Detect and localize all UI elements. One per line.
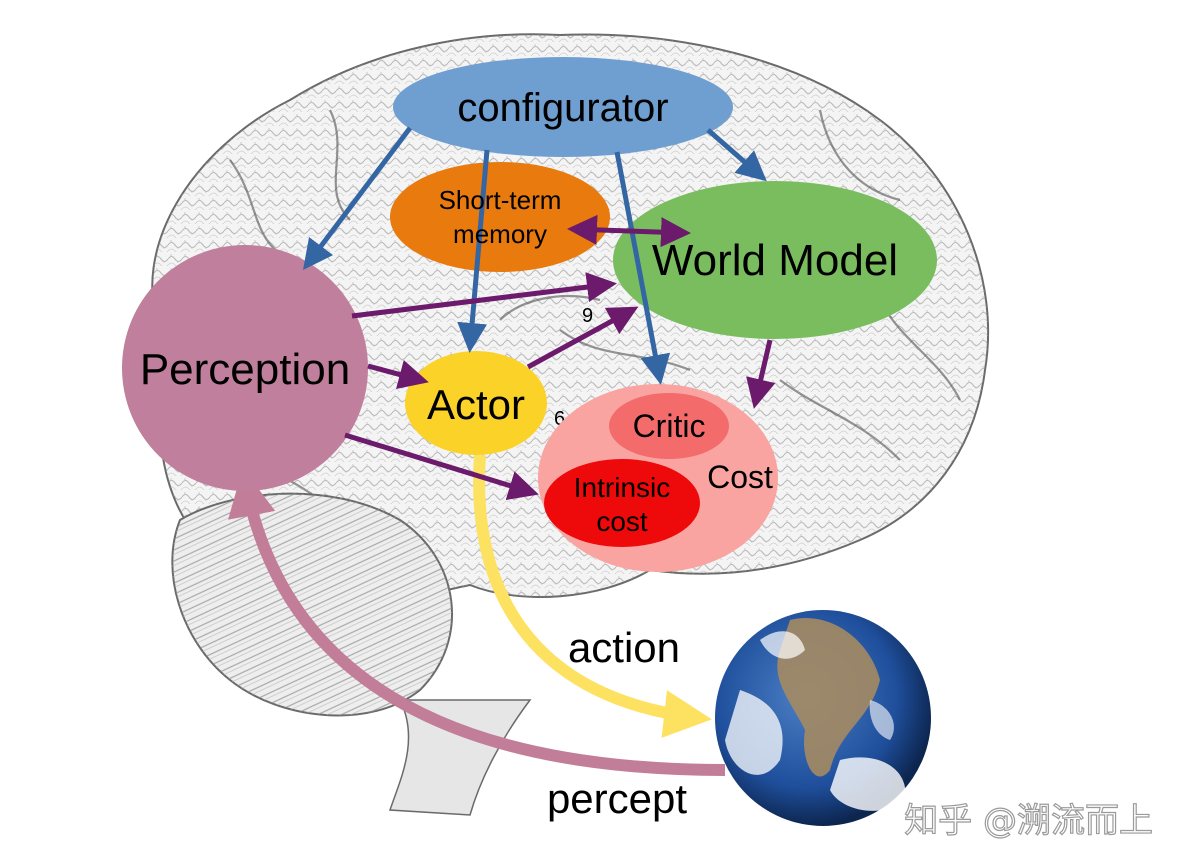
short-term-memory-node [390, 162, 610, 272]
brain-illustration: 9 6 [151, 33, 989, 816]
world-model-label: World Model [652, 236, 898, 285]
arrow-memory-world-model [567, 214, 691, 248]
watermark-text: 知乎 @溯流而上 [904, 801, 1153, 841]
arrow-world-model-to-cost [746, 339, 776, 409]
module-nodes [122, 57, 937, 572]
brain-stem [388, 699, 532, 816]
action-label: action [568, 624, 680, 671]
critic-node [609, 393, 729, 459]
brain-mark-6: 6 [554, 408, 565, 430]
arrow-configurator-to-world-model [706, 128, 767, 182]
arrow-perception-to-world-model [351, 272, 617, 319]
brain-mark-9: 9 [582, 305, 593, 327]
perception-node [122, 245, 368, 491]
arrow-configurator-to-perception [302, 126, 412, 270]
configurator-node [393, 57, 733, 157]
arrow-configurator-to-actor [457, 149, 490, 353]
arrow-perception-to-cost [344, 432, 539, 501]
arrow-perception-to-actor [367, 360, 429, 390]
configurator-label: configurator [457, 86, 668, 130]
action-percept-flows [228, 454, 726, 776]
percept-label: percept [547, 775, 687, 822]
short-term-memory-label-line2: memory [453, 219, 547, 249]
intrinsic-cost-label-line2: cost [596, 506, 648, 537]
perception-label: Perception [140, 345, 350, 394]
arrow-actor-to-world-model [526, 306, 639, 370]
brain-gyri-texture [152, 34, 989, 604]
cerebellum-folia [172, 493, 453, 716]
arrow-configurator-to-cost [614, 151, 671, 385]
module-arrows [344, 214, 776, 501]
intrinsic-cost-node [544, 459, 700, 547]
short-term-memory-label-line1: Short-term [439, 185, 562, 215]
actor-label: Actor [427, 381, 525, 428]
node-labels: configurator Short-term memory World Mod… [140, 86, 1154, 842]
critic-label: Critic [633, 408, 706, 444]
intrinsic-cost-label-line1: Intrinsic [574, 472, 670, 503]
percept-arrow [228, 468, 726, 776]
world-model-node [613, 181, 937, 339]
action-arrow [473, 454, 712, 738]
configurator-arrows [302, 126, 767, 385]
earth-icon [715, 610, 931, 826]
cost-label: Cost [707, 459, 773, 495]
actor-node [405, 351, 547, 455]
